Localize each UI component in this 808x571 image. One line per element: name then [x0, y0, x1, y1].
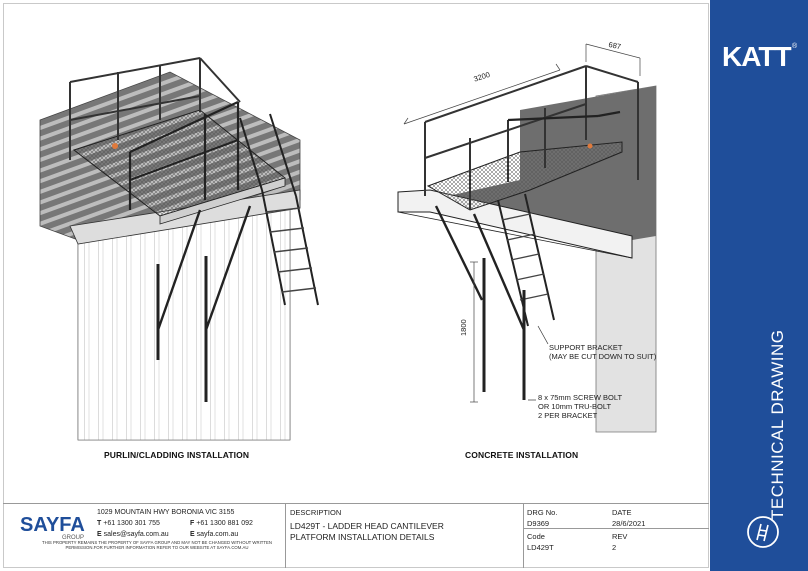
svg-text:TECHNICAL DRAWING: TECHNICAL DRAWING — [768, 330, 787, 520]
dim-height: 1800 — [459, 319, 468, 336]
date-label: DATE — [612, 508, 632, 517]
title-block — [3, 503, 709, 568]
drawing-area: 3200 687 1800 — [39, 40, 657, 441]
brand-sidebar: KATT ® TECHNICAL DRAWING — [710, 0, 808, 571]
company-address: 1029 MOUNTAIN HWY BORONIA VIC 3155 — [97, 509, 235, 516]
legal-notice: THIS PROPERTY REMAINS THE PROPERTY OF SA… — [42, 540, 272, 551]
bolt-note: 8 x 75mm SCREW BOLT OR 10mm TRU-BOLT 2 P… — [538, 393, 623, 420]
drg-no-label: DRG No. — [527, 508, 558, 517]
left-view-caption: PURLIN/CLADDING INSTALLATION — [104, 450, 250, 460]
ladder-badge-icon — [747, 516, 779, 548]
description-text: LD429T - LADDER HEAD CANTILEVER PLATFORM… — [290, 521, 444, 542]
rev-label: REV — [612, 532, 628, 541]
rev-value: 2 — [612, 543, 617, 552]
title-block-rule — [523, 528, 709, 529]
title-block-divider — [523, 503, 524, 568]
phone-line: T +61 1300 301 755 — [97, 520, 160, 527]
right-view-caption: CONCRETE INSTALLATION — [465, 450, 579, 460]
svg-text:GROUP: GROUP — [62, 535, 84, 541]
katt-logo: KATT ® — [722, 41, 798, 72]
purlin-cladding-view — [39, 57, 319, 441]
concrete-view — [397, 43, 657, 433]
support-bracket-note: SUPPORT BRACKET (MAY BE CUT DOWN TO SUIT… — [549, 343, 657, 361]
email-link[interactable]: E sales@sayfa.com.au — [97, 531, 169, 538]
fax-line: F +61 1300 881 092 — [190, 520, 253, 527]
title-block-divider — [285, 503, 286, 568]
drg-no-value: D9369 — [527, 519, 550, 528]
dim-depth: 687 — [608, 40, 622, 51]
svg-text:SAYFA: SAYFA — [20, 514, 85, 536]
code-value: LD429T — [527, 543, 554, 552]
code-label: Code — [527, 532, 545, 541]
website-link[interactable]: E sayfa.com.au — [190, 531, 239, 538]
date-value: 28/6/2021 — [612, 519, 646, 528]
dim-width: 3200 — [472, 70, 491, 84]
svg-text:KATT: KATT — [722, 41, 791, 72]
sidebar-title: TECHNICAL DRAWING — [720, 290, 800, 520]
svg-text:®: ® — [792, 42, 798, 50]
description-label: DESCRIPTION — [290, 508, 342, 517]
sheet-frame — [3, 3, 709, 568]
sayfa-logo: SAYFA GROUP — [20, 514, 85, 541]
